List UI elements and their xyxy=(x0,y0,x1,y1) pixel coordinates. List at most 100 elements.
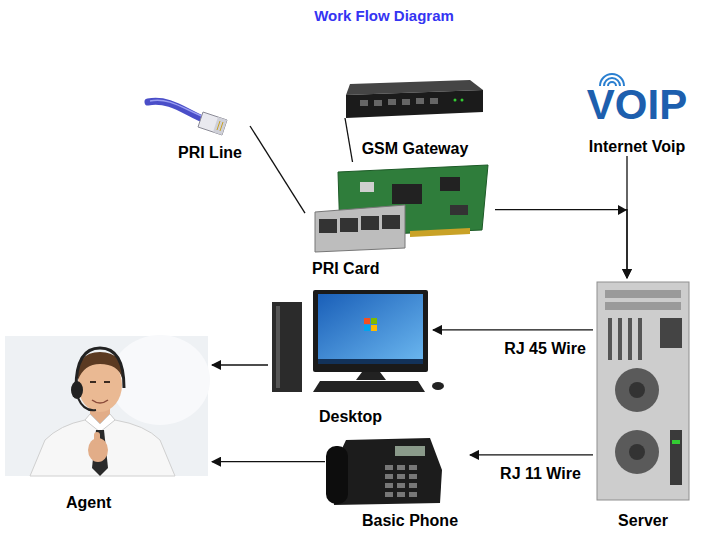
phone-illustration xyxy=(385,465,393,470)
component-label: PRI Line xyxy=(178,144,242,162)
agent-photo xyxy=(92,400,108,403)
gsm-gateway-illustration xyxy=(416,98,424,104)
desktop-illustration xyxy=(364,318,370,324)
desktop-illustration xyxy=(318,359,423,364)
component-label: GSM Gateway xyxy=(362,140,469,158)
diagram-title: Work Flow Diagram xyxy=(314,7,454,24)
gsm-gateway-illustration xyxy=(374,100,382,106)
phone-illustration xyxy=(397,492,405,497)
pri-card-illustration xyxy=(361,216,379,230)
desktop-illustration xyxy=(318,294,423,364)
component-label: PRI Card xyxy=(312,260,380,278)
phone-illustration xyxy=(409,465,417,470)
desktop-illustration xyxy=(272,290,444,392)
server-illustration xyxy=(597,282,689,500)
wire-label: RJ 11 Wire xyxy=(498,465,583,483)
component-label: Server xyxy=(618,512,668,530)
desktop-illustration xyxy=(432,382,444,390)
component-label: Basic Phone xyxy=(362,512,458,530)
server-illustration xyxy=(615,430,659,474)
phone-illustration xyxy=(385,492,393,497)
gsm-gateway-illustration xyxy=(388,99,396,105)
agent-photo xyxy=(94,432,100,444)
phone-illustration xyxy=(409,483,417,488)
pri-card-illustration xyxy=(360,182,374,192)
gsm-gateway-illustration xyxy=(360,100,368,106)
agent-node: Agent xyxy=(4,334,212,512)
server-illustration xyxy=(638,318,642,360)
phone-illustration xyxy=(326,446,348,504)
desktop-illustration xyxy=(272,302,302,392)
agent-photo xyxy=(71,381,83,399)
gsm-gateway-illustration xyxy=(346,80,483,118)
connector-line xyxy=(433,329,593,330)
agent-photo xyxy=(90,381,110,383)
pri-card-illustration xyxy=(382,215,400,229)
desktop-illustration xyxy=(313,290,428,372)
phone-illustration xyxy=(397,465,405,470)
server-illustration xyxy=(672,440,680,444)
server-illustration xyxy=(629,444,645,460)
agent-photo xyxy=(5,335,210,476)
gsm-gateway-illustration xyxy=(430,98,438,104)
component-label: Internet Voip xyxy=(589,138,686,156)
cable-illustration xyxy=(217,121,220,130)
desktop-illustration xyxy=(276,306,280,388)
server-illustration xyxy=(605,302,681,310)
desktop-illustration xyxy=(371,318,377,324)
pri-card-illustration xyxy=(315,205,405,252)
server-illustration xyxy=(605,290,681,298)
gsm-gateway-illustration xyxy=(454,99,457,102)
connector-line xyxy=(626,156,627,278)
basic-phone-node: Basic Phone xyxy=(325,428,470,530)
phone-illustration xyxy=(395,446,425,456)
phone-illustration xyxy=(397,474,405,479)
gsm-gateway-node: GSM Gateway xyxy=(345,78,485,158)
connector-line xyxy=(345,118,353,162)
cable-illustration xyxy=(220,122,223,131)
connector-line xyxy=(212,461,325,462)
connector-line xyxy=(212,364,268,365)
agent-photo xyxy=(76,348,124,388)
server-illustration xyxy=(597,282,689,500)
component-label: Desktop xyxy=(319,408,382,426)
phone-illustration xyxy=(385,483,393,488)
server-illustration xyxy=(608,318,612,360)
cable-illustration xyxy=(148,100,227,135)
server-illustration xyxy=(629,382,645,398)
cable-illustration xyxy=(198,112,227,135)
desktop-illustration xyxy=(313,381,425,392)
pri-line-node: PRI Line xyxy=(170,90,250,162)
pri-card-node: PRI Card xyxy=(305,162,495,278)
gsm-gateway-illustration xyxy=(346,90,483,118)
gsm-gateway-illustration xyxy=(461,99,464,102)
cable-illustration xyxy=(150,100,204,117)
server-illustration xyxy=(660,318,682,348)
phone-illustration xyxy=(397,483,405,488)
wire-label: RJ 45 Wire xyxy=(502,340,588,358)
server-node: Server xyxy=(593,278,693,530)
component-label: Agent xyxy=(66,494,111,512)
pri-card-illustration xyxy=(392,184,422,204)
pri-card-illustration xyxy=(315,165,488,252)
pri-card-illustration xyxy=(450,205,468,215)
desktop-illustration xyxy=(364,325,370,331)
pri-card-illustration xyxy=(410,228,470,237)
cable-illustration xyxy=(213,117,227,135)
gsm-gateway-illustration xyxy=(402,99,410,105)
desktop-illustration xyxy=(356,372,386,380)
internet-voip-node: VOIP Internet Voip xyxy=(578,76,696,156)
phone-illustration xyxy=(332,438,442,505)
server-illustration xyxy=(670,430,682,485)
server-illustration xyxy=(618,318,622,360)
phone-illustration xyxy=(409,492,417,497)
pri-card-illustration xyxy=(340,218,358,232)
server-illustration xyxy=(628,318,632,360)
server-illustration xyxy=(615,368,659,412)
agent-photo xyxy=(85,414,115,432)
connector-line xyxy=(495,210,627,278)
logo-text: VOIP xyxy=(587,76,687,126)
agent-photo xyxy=(78,398,96,410)
pri-card-illustration xyxy=(319,219,337,233)
